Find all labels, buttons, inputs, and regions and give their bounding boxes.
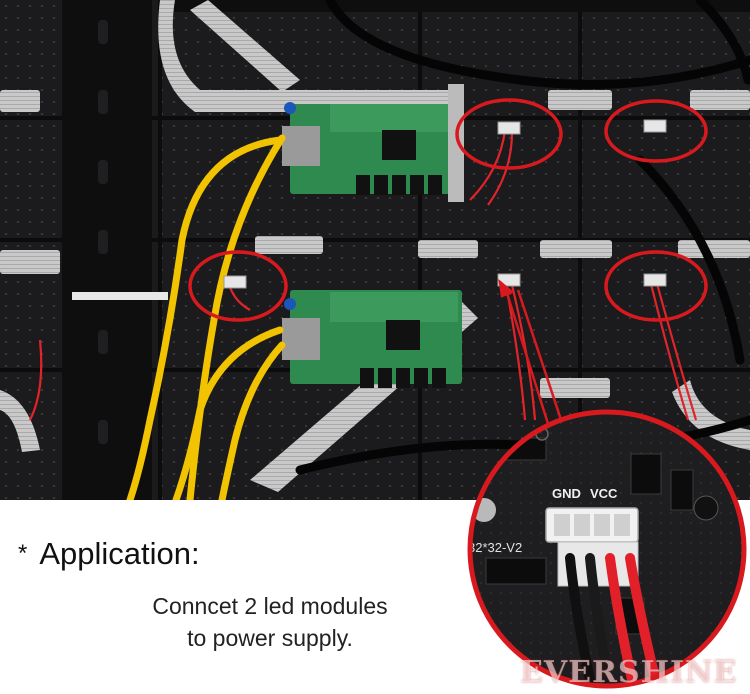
highlight-circle-top-right <box>604 99 708 163</box>
brand-watermark: EVERSHINE <box>520 655 738 690</box>
application-description: Conncet 2 led modules to power supply. <box>80 590 460 654</box>
controller-card-top <box>282 84 464 202</box>
led-panel-photo <box>0 0 750 500</box>
description-line-2: to power supply. <box>187 625 353 651</box>
zoom-detail-circle: GND VCC 32*32-V2 <box>467 409 747 689</box>
ethernet-cables <box>126 134 286 500</box>
vcc-label: VCC <box>590 486 618 501</box>
highlight-circle-right <box>604 250 708 322</box>
highlight-circles <box>188 98 708 322</box>
frame-bar-top <box>160 0 750 12</box>
bullet-icon: * <box>18 540 28 567</box>
zip-tie <box>72 292 168 300</box>
board-model-label: 32*32-V2 <box>468 540 522 555</box>
application-heading: * Application: <box>18 536 200 572</box>
gnd-label: GND <box>552 486 581 501</box>
heading-text: Application: <box>39 536 200 571</box>
highlight-circle-left <box>188 250 288 322</box>
highlight-circle-top-center <box>455 98 563 170</box>
description-line-1: Conncet 2 led modules <box>152 593 388 619</box>
controller-card-bottom <box>282 290 462 388</box>
